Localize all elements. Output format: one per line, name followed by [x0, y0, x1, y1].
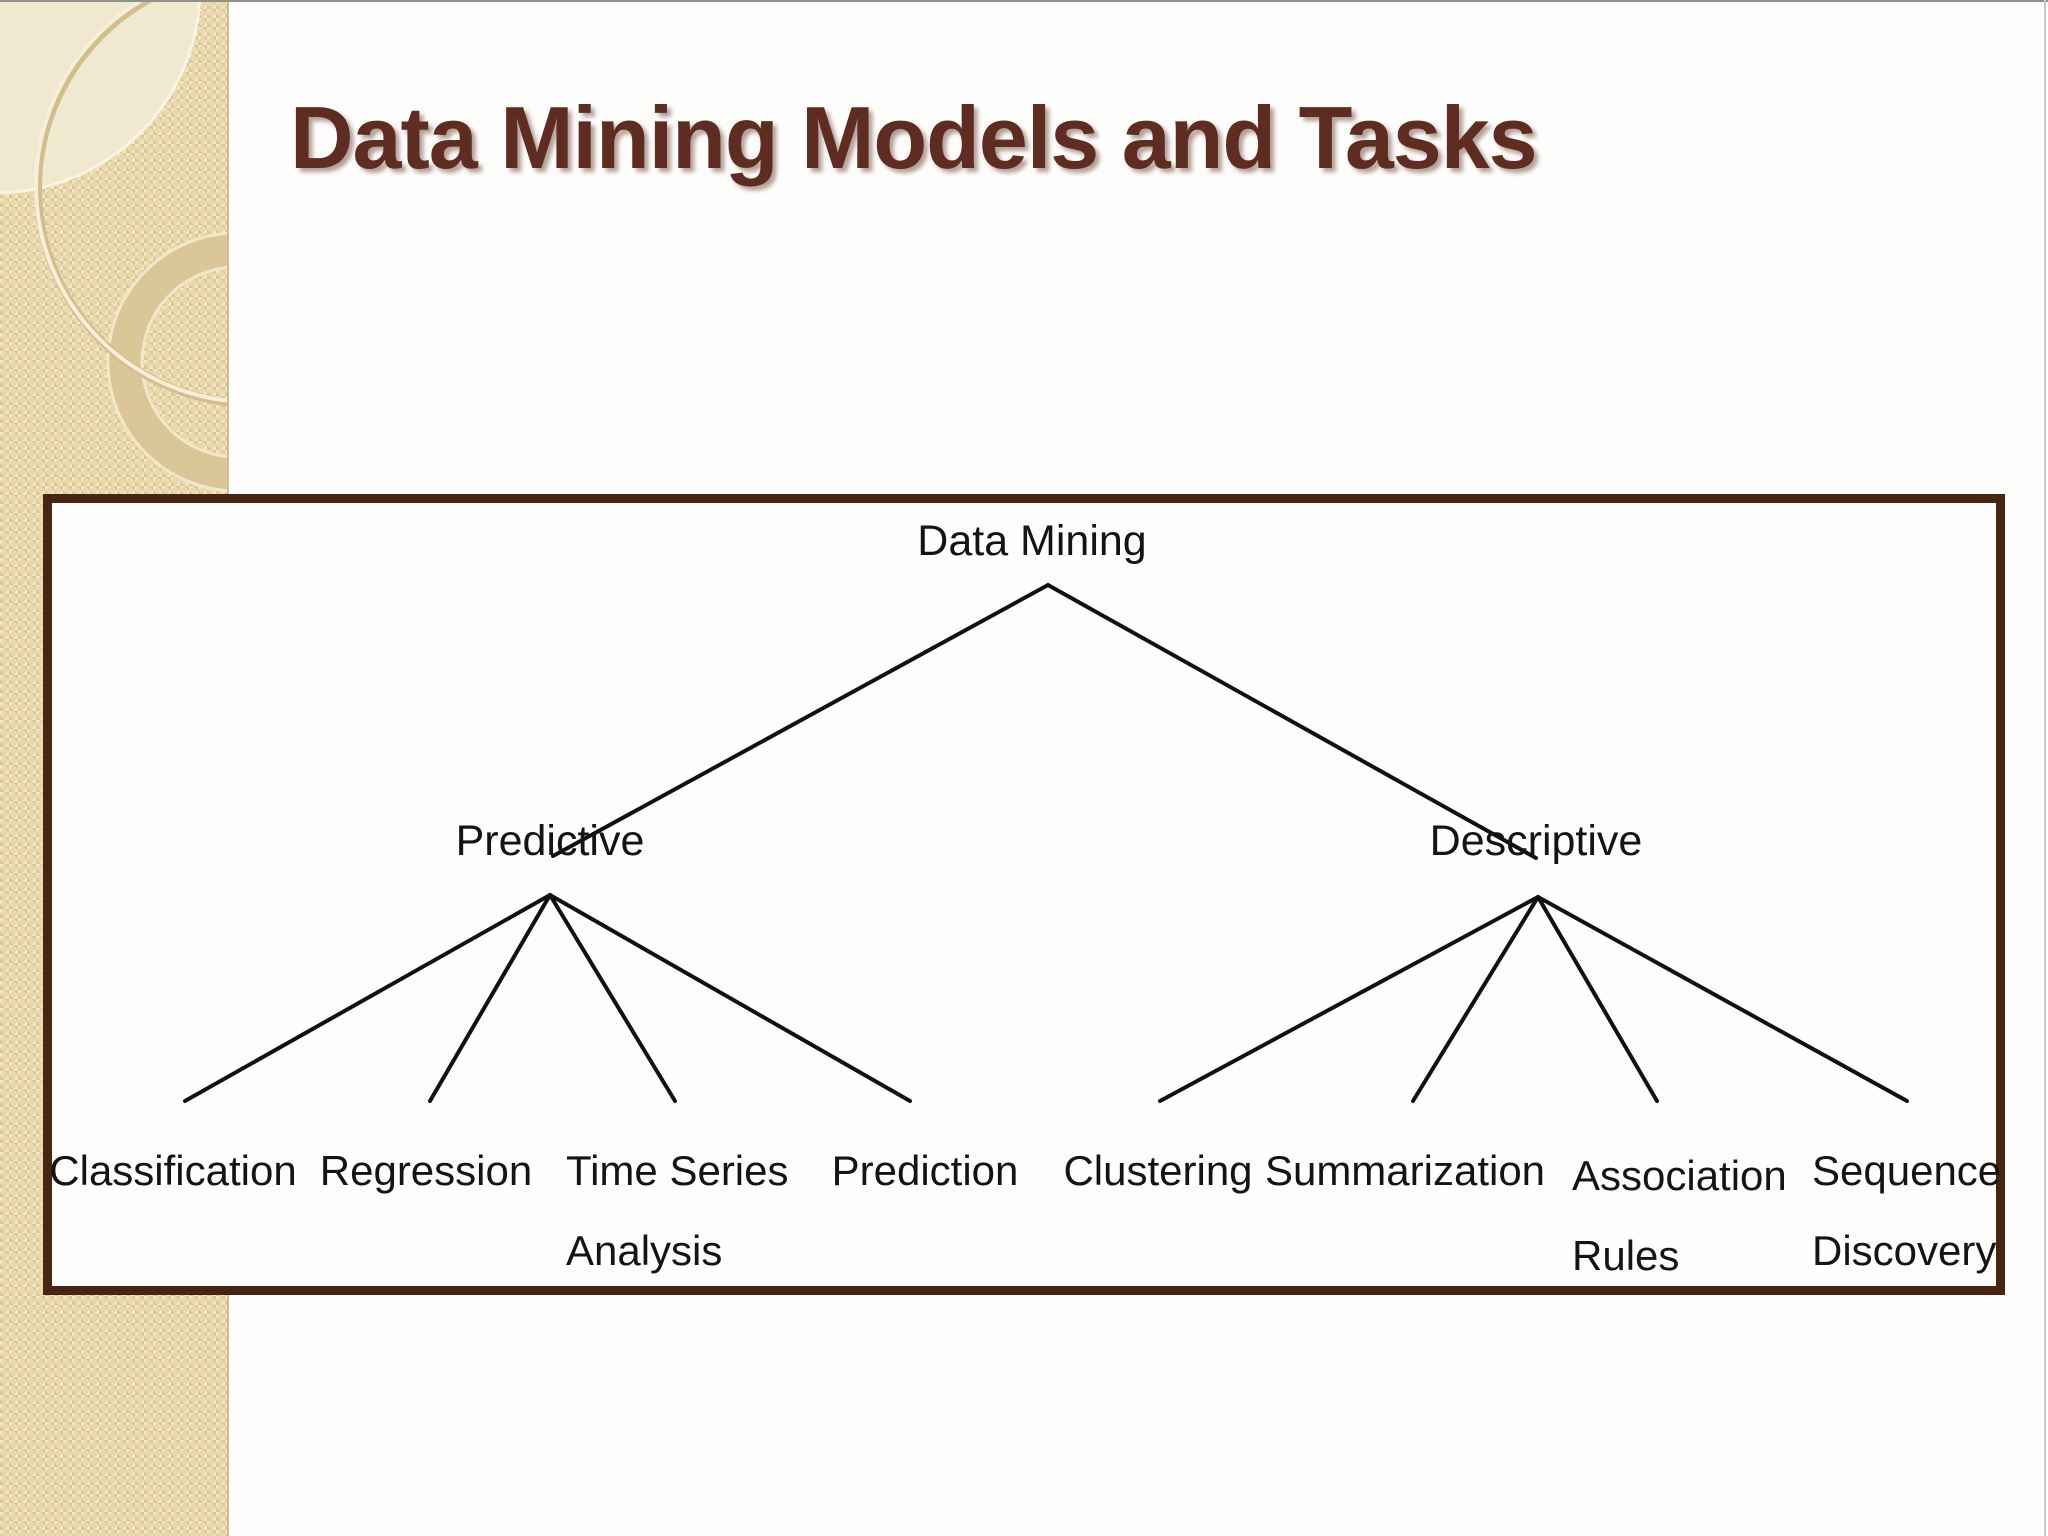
edge-descriptive-clustering — [1158, 895, 1540, 1103]
node-association-line2: Rules — [1572, 1232, 1680, 1279]
edge-descriptive-association-rules — [1536, 895, 1659, 1103]
edge-predictive-time-series — [548, 893, 677, 1103]
node-sequence-discovery: Sequence Discovery — [1812, 1131, 2001, 1291]
edge-root-descriptive — [1046, 583, 1538, 860]
ornament-ring-inner-edge — [140, 266, 227, 458]
node-time-series-line2: Analysis — [566, 1227, 723, 1274]
node-summarization: Summarization — [1264, 1147, 1546, 1194]
slide-title: Data Mining Models and Tasks — [290, 88, 1538, 187]
edge-predictive-regression — [428, 893, 552, 1103]
ornament-ring-thick — [108, 233, 227, 491]
sidebar-ornament-circles — [0, 0, 227, 493]
node-descriptive: Descriptive — [1429, 817, 1643, 865]
edge-predictive-classification — [183, 893, 552, 1103]
slide-top-edge — [0, 0, 2048, 2]
ornament-ring-outer-edge — [106, 231, 227, 493]
node-time-series-line1: Time Series — [566, 1147, 789, 1194]
node-regression: Regression — [319, 1147, 533, 1194]
node-association-rules: Association Rules — [1572, 1136, 1787, 1296]
node-prediction: Prediction — [831, 1147, 1019, 1194]
edge-predictive-prediction — [548, 893, 912, 1103]
node-predictive: Predictive — [455, 817, 645, 865]
ornament-circle-large-cream — [0, 0, 202, 195]
node-association-line1: Association — [1572, 1152, 1787, 1199]
node-clustering: Clustering — [1063, 1147, 1253, 1194]
edge-descriptive-summarization — [1411, 895, 1540, 1103]
slide-right-edge — [2044, 0, 2046, 1536]
node-data-mining: Data Mining — [917, 517, 1147, 565]
ornament-circle-thin-highlight — [34, 0, 227, 403]
node-classification: Classification — [49, 1147, 297, 1194]
node-time-series-analysis: Time Series Analysis — [566, 1131, 789, 1291]
edge-root-predictive — [551, 583, 1050, 858]
tree-edges — [183, 583, 1909, 1103]
node-sequence-line2: Discovery — [1812, 1227, 1997, 1274]
node-sequence-line1: Sequence — [1812, 1147, 2002, 1194]
edge-descriptive-sequence-discovery — [1536, 895, 1909, 1103]
diagram-frame — [43, 494, 2005, 1295]
